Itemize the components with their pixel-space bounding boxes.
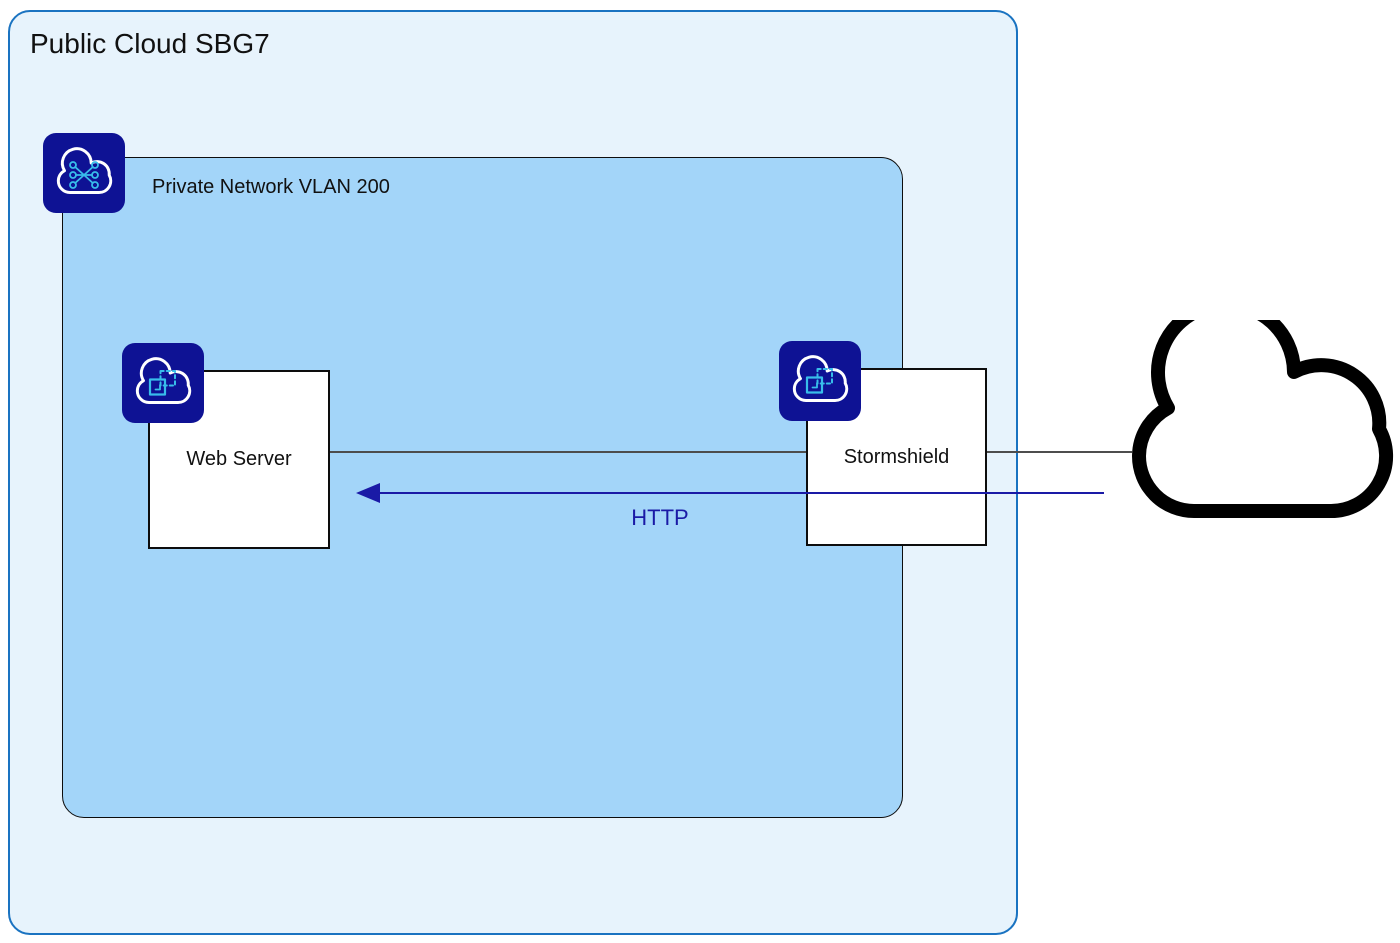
stormshield-instance-icon [779,341,861,421]
http-flow-arrowhead [356,483,380,503]
public-cloud-label: Public Cloud SBG7 [30,28,270,59]
vrack-network-icon [43,133,125,213]
cloud-instance-glyph [135,357,192,404]
network-link-line [330,451,1132,453]
vrack-network-glyph [56,147,113,194]
stormshield-label: Stormshield [843,445,950,468]
http-flow-label: HTTP [631,505,689,530]
web-server-label: Web Server [186,448,292,470]
web-server-instance-icon [122,343,204,423]
private-network-label: Private Network VLAN 200 [152,176,390,198]
internet-cloud-icon [1128,320,1396,525]
internet-cloud-glyph [1132,320,1394,519]
http-flow-line [380,492,1104,494]
cloud-instance-glyph [792,355,849,402]
